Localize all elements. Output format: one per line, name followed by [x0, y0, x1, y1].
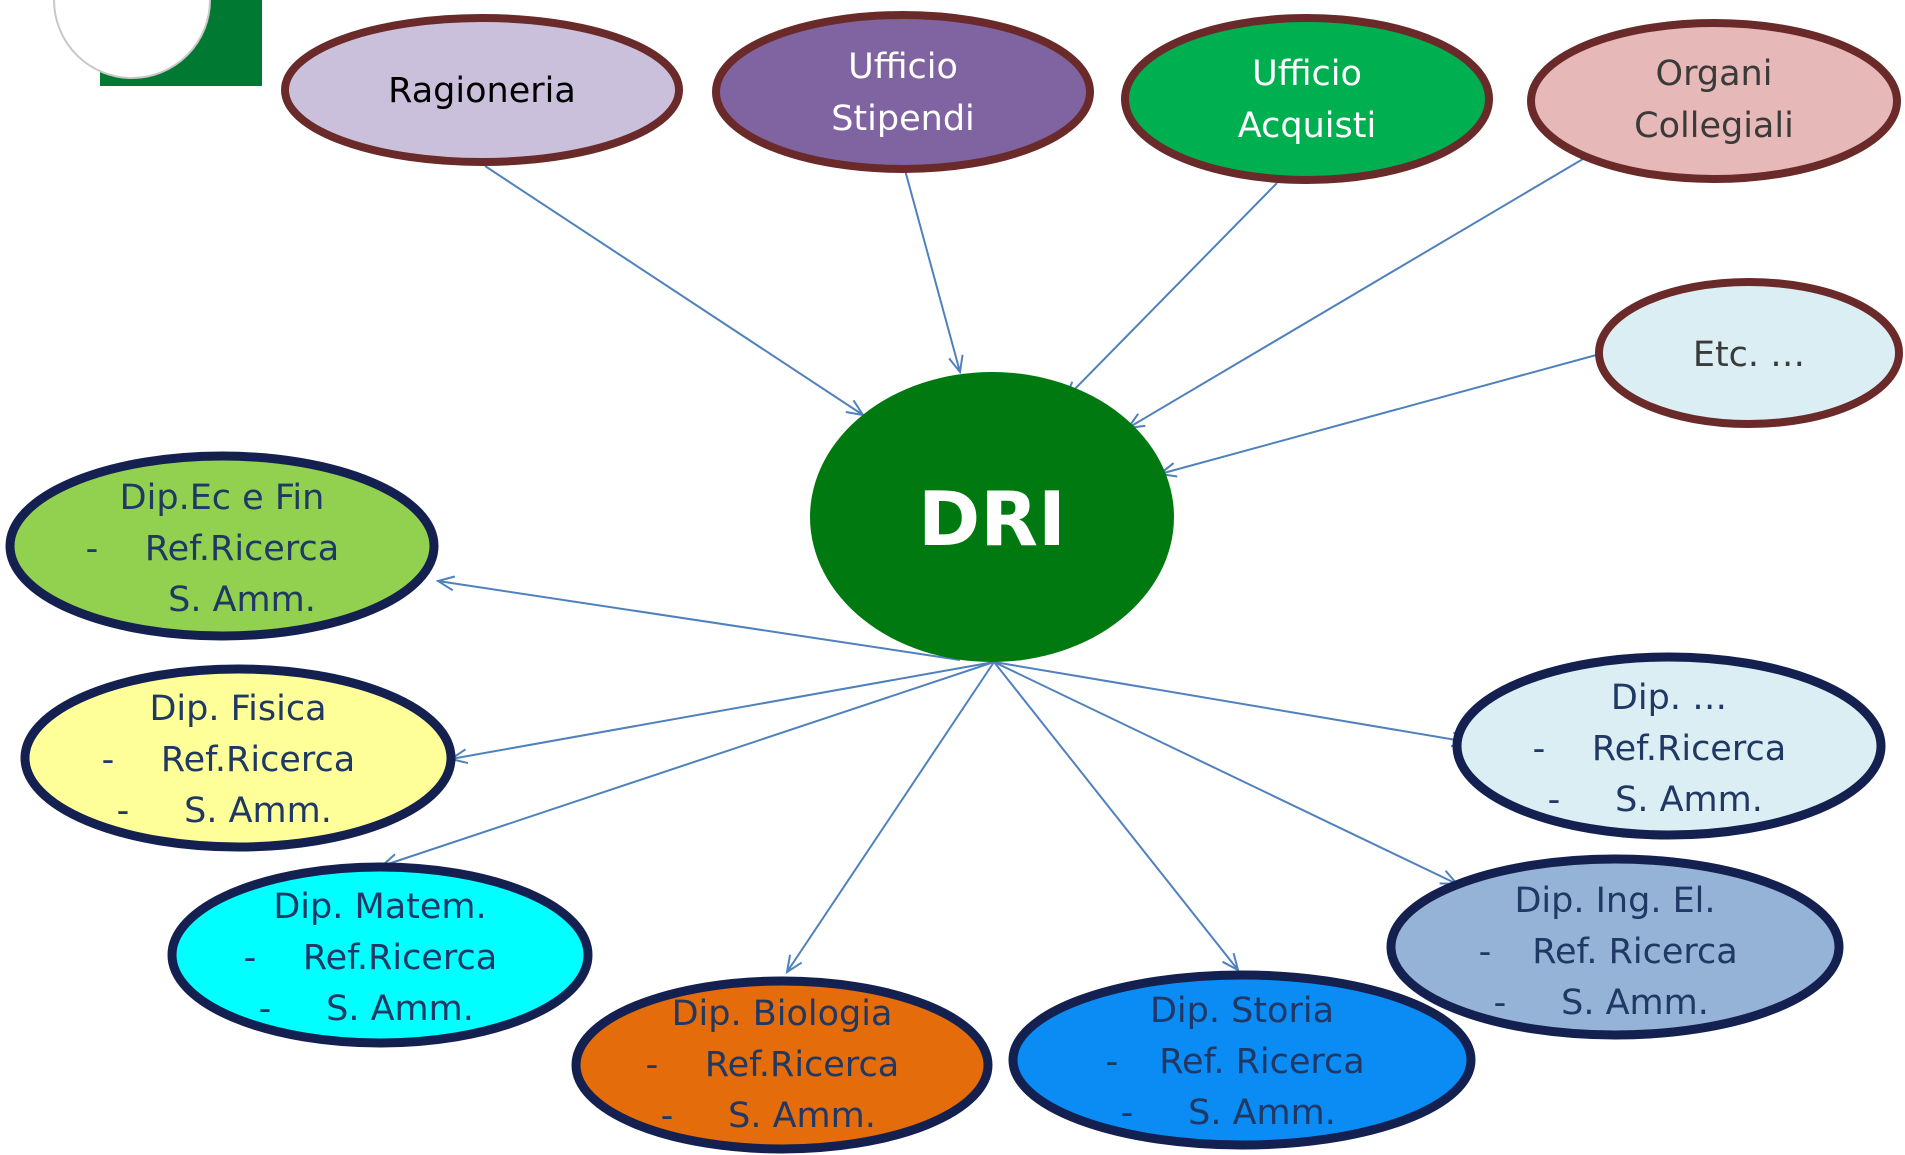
node-ufficio-acquisti-label: Ufficio: [1252, 54, 1362, 94]
node-dip-storia-bullet: -: [1106, 1042, 1119, 1082]
node-dip-ing-el-label: Dip. Ing. El.: [1514, 881, 1715, 921]
arrow-ragioneria-to-dri: [484, 165, 863, 415]
arrow-dri-to-dip-matem: [382, 661, 995, 866]
node-ragioneria-label: Ragioneria: [388, 71, 576, 111]
node-dip-etc-bullet: -: [1533, 729, 1546, 769]
node-dip-biologia-label: S. Amm.: [728, 1096, 876, 1136]
node-dip-ec-fin: Dip.Ec e Fin- Ref.Ricerca S. Amm.: [5, 451, 439, 641]
node-dip-storia-label: S. Amm.: [1188, 1093, 1336, 1133]
node-dip-biologia-label: Dip. Biologia: [672, 994, 893, 1034]
node-dip-ing-el-bullet: -: [1479, 932, 1492, 972]
node-dri-label: DRI: [918, 475, 1066, 563]
node-dip-biologia-bullet: -: [646, 1045, 659, 1085]
node-dip-matem-bullet: -: [244, 938, 257, 978]
node-dip-fisica-bullet: -: [102, 740, 115, 780]
node-etc-label: Etc. …: [1693, 335, 1805, 375]
arrow-dri-to-dip-ec-fin: [438, 581, 961, 661]
arrow-organi-collegiali-to-dri: [1128, 155, 1589, 428]
node-dip-matem-bullet: -: [259, 989, 272, 1029]
node-dip-etc-label: Dip. …: [1611, 678, 1727, 718]
node-dip-fisica: Dip. Fisica-Ref.Ricerca-S. Amm.: [20, 664, 456, 852]
node-dip-ec-fin-bullet: -: [86, 529, 99, 569]
logo-circle: [53, 0, 211, 79]
node-dip-etc-label: S. Amm.: [1615, 780, 1763, 820]
node-ufficio-acquisti-shape: [1121, 14, 1493, 184]
node-dip-fisica-label: S. Amm.: [184, 791, 332, 831]
node-dip-storia-label: Ref. Ricerca: [1159, 1042, 1364, 1082]
logo: [53, 0, 262, 86]
node-dip-ec-fin-label: S. Amm.: [168, 580, 316, 620]
arrows: [382, 155, 1601, 972]
node-dip-ec-fin-shape: [5, 451, 439, 641]
node-dip-ec-fin-label: Dip.Ec e Fin: [120, 478, 325, 518]
node-dip-ing-el-label: Ref. Ricerca: [1532, 932, 1737, 972]
arrow-dri-to-dip-biologia: [787, 661, 995, 972]
node-ufficio-stipendi-label: Ufficio: [848, 47, 958, 87]
node-ufficio-stipendi-shape: [712, 11, 1094, 173]
node-organi-collegiali-shape: [1527, 19, 1901, 183]
node-dip-ec-fin-label: Ref.Ricerca: [145, 529, 339, 569]
node-dip-ing-el-bullet: -: [1494, 983, 1507, 1023]
arrow-dri-to-dip-etc: [993, 661, 1468, 742]
arrow-ufficio-stipendi-to-dri: [904, 169, 960, 372]
arrow-dri-to-dip-fisica: [451, 661, 995, 759]
node-dip-fisica-label: Ref.Ricerca: [161, 740, 355, 780]
node-ufficio-acquisti-label: Acquisti: [1238, 106, 1376, 146]
nodes: DRIRagioneriaUfficioStipendiUfficioAcqui…: [5, 11, 1903, 1154]
node-dip-biologia: Dip. Biologia-Ref.Ricerca-S. Amm.: [571, 976, 993, 1154]
node-dip-etc-shape: [1452, 652, 1886, 840]
node-organi-collegiali-label: Organi: [1656, 54, 1773, 94]
node-ragioneria-shape: [281, 14, 683, 166]
node-dip-fisica-bullet: -: [117, 791, 130, 831]
node-dip-matem: Dip. Matem.-Ref.Ricerca-S. Amm.: [167, 862, 593, 1048]
node-dip-storia: Dip. Storia-Ref. Ricerca-S. Amm.: [1008, 970, 1476, 1150]
node-ufficio-stipendi-label: Stipendi: [831, 99, 975, 139]
arrow-ufficio-acquisti-to-dri: [1066, 182, 1278, 398]
arrow-etc-to-dri: [1160, 353, 1601, 474]
node-dip-etc-bullet: -: [1548, 780, 1561, 820]
node-dip-matem-shape: [167, 862, 593, 1048]
node-dip-biologia-bullet: -: [661, 1096, 674, 1136]
node-ragioneria: Ragioneria: [281, 14, 683, 166]
node-dip-etc: Dip. …-Ref.Ricerca-S. Amm.: [1452, 652, 1886, 840]
node-dip-ing-el-label: S. Amm.: [1561, 983, 1709, 1023]
node-dip-storia-bullet: -: [1121, 1093, 1134, 1133]
node-etc-shape: [1595, 278, 1903, 428]
arrow-dri-to-dip-ing-el: [993, 661, 1457, 884]
node-dip-matem-label: S. Amm.: [326, 989, 474, 1029]
node-dip-biologia-label: Ref.Ricerca: [705, 1045, 899, 1085]
node-dip-etc-label: Ref.Ricerca: [1592, 729, 1786, 769]
node-etc: Etc. …: [1595, 278, 1903, 428]
node-organi-collegiali-label: Collegiali: [1634, 106, 1794, 146]
node-dip-biologia-shape: [571, 976, 993, 1154]
node-dip-matem-label: Dip. Matem.: [273, 887, 486, 927]
node-dip-fisica-label: Dip. Fisica: [149, 689, 326, 729]
node-dip-matem-label: Ref.Ricerca: [303, 938, 497, 978]
node-dip-ing-el: Dip. Ing. El.-Ref. Ricerca-S. Amm.: [1386, 854, 1844, 1040]
node-dri: DRI: [810, 372, 1174, 662]
node-dip-storia-shape: [1008, 970, 1476, 1150]
node-dri-shape: [810, 372, 1174, 662]
node-dip-ing-el-shape: [1386, 854, 1844, 1040]
node-dip-fisica-shape: [20, 664, 456, 852]
node-dip-storia-label: Dip. Storia: [1150, 991, 1334, 1031]
arrow-dri-to-dip-storia: [993, 661, 1238, 970]
